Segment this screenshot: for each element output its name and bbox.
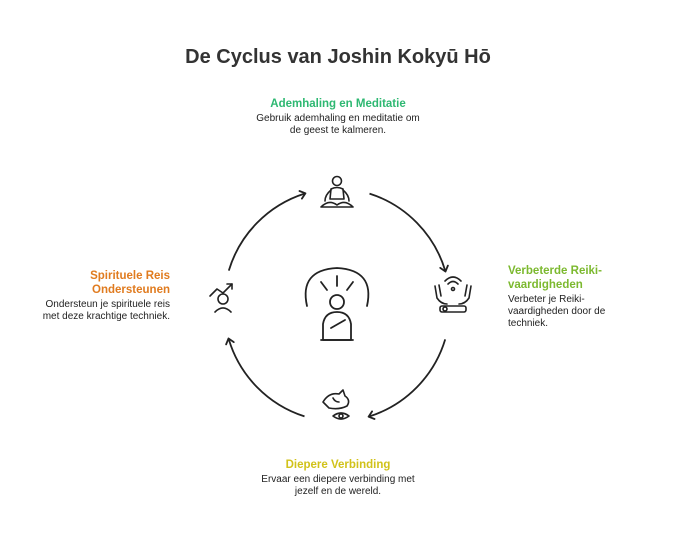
step-top-label: Ademhaling en Meditatie Gebruik ademhali… <box>250 97 426 137</box>
step-bottom-description: Ervaar een diepere verbinding met jezelf… <box>261 474 415 497</box>
arc-top-right <box>369 192 449 273</box>
arc-bottom-left <box>225 337 305 418</box>
step-left-description: Ondersteun je spirituele reis met deze k… <box>42 299 170 322</box>
step-bottom-heading: Diepere Verbinding <box>285 459 391 471</box>
reiki-hands-icon <box>434 276 472 313</box>
page-title: De Cyclus van Joshin Kokyū Hō <box>185 46 491 68</box>
growth-person-icon <box>209 283 233 313</box>
step-left-label: Spirituele Reis Ondersteunen Ondersteun … <box>30 269 170 323</box>
arc-right-bottom <box>367 339 447 420</box>
dove-eye-icon <box>322 389 350 420</box>
step-right-label: Verbeterde Reiki-vaardigheden Verbeter j… <box>508 264 618 330</box>
step-top-description: Gebruik ademhaling en meditatie om de ge… <box>256 113 420 136</box>
arc-left-top <box>227 190 307 271</box>
step-bottom-label: Diepere Verbinding Ervaar een diepere ve… <box>250 458 426 498</box>
step-left-heading: Spirituele Reis Ondersteunen <box>90 270 170 296</box>
step-right-heading: Verbeterde Reiki-vaardigheden <box>508 265 602 291</box>
thinking-person-icon <box>304 267 370 341</box>
step-right-description: Verbeter je Reiki-vaardigheden door de t… <box>508 294 606 329</box>
step-top-heading: Ademhaling en Meditatie <box>270 98 406 110</box>
meditation-icon <box>320 175 354 208</box>
